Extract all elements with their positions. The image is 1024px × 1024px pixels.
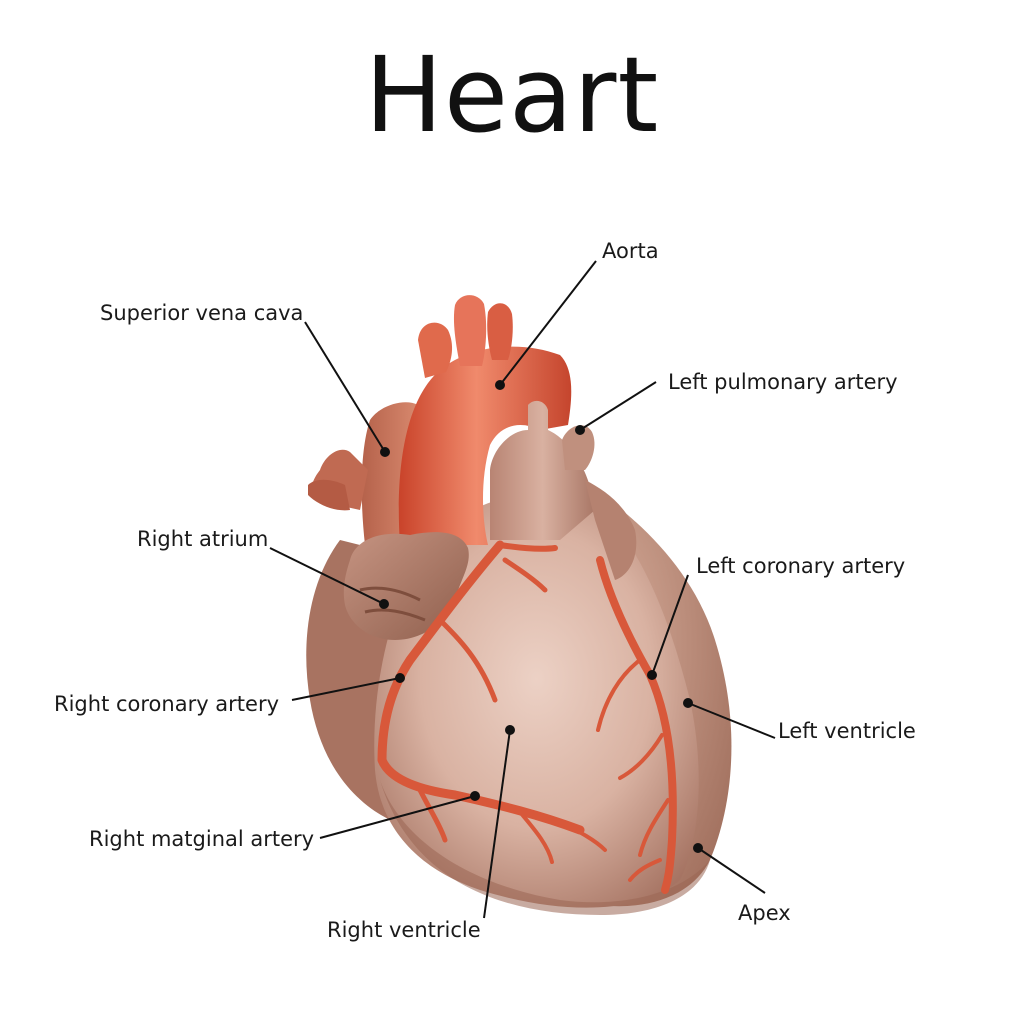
- dot-left-coronary-artery: [647, 670, 657, 680]
- dot-right-marginal-artery: [470, 791, 480, 801]
- right-atrium-fold-1: [359, 586, 421, 602]
- leader-left-coronary-artery: [651, 574, 689, 676]
- label-left-ventricle: Left ventricle: [778, 719, 916, 743]
- leader-superior-vena-cava: [304, 321, 386, 453]
- label-right-marginal-artery: Right matginal artery: [89, 827, 315, 851]
- dot-apex: [693, 843, 703, 853]
- dot-left-pulmonary-artery: [575, 425, 585, 435]
- leader-apex: [697, 847, 766, 894]
- right-marginal-branch-2: [518, 810, 554, 864]
- lad-branch-4: [628, 858, 662, 882]
- label-superior-vena-cava: Superior vena cava: [100, 301, 304, 325]
- dot-superior-vena-cava: [380, 447, 390, 457]
- dot-right-coronary-artery: [395, 673, 405, 683]
- coronary-arteries: [377, 540, 677, 894]
- right-marginal-branch: [417, 787, 448, 843]
- rca-branch-3: [437, 617, 498, 703]
- leader-lines: [269, 260, 776, 919]
- lad-branch-1: [596, 658, 642, 732]
- label-right-coronary-artery: Right coronary artery: [54, 692, 280, 716]
- label-left-pulmonary-artery: Left pulmonary artery: [668, 370, 898, 394]
- label-apex: Apex: [738, 901, 791, 925]
- pulmonary-trunk-shape: [490, 400, 595, 540]
- leader-right-atrium: [269, 547, 385, 605]
- aorta-branch-3: [487, 303, 513, 360]
- lad-branch-2: [618, 733, 664, 780]
- leader-right-marginal-artery: [319, 795, 476, 839]
- leader-right-ventricle: [483, 729, 511, 919]
- dot-aorta: [495, 380, 505, 390]
- rca-branch: [497, 542, 558, 552]
- right-atrium-shape: [343, 532, 469, 640]
- leader-right-coronary-artery: [291, 677, 401, 701]
- right-marginal-branch-3: [558, 820, 607, 852]
- label-right-ventricle: Right ventricle: [327, 918, 481, 942]
- page-title: Heart: [364, 34, 660, 156]
- dot-right-atrium: [379, 599, 389, 609]
- leader-left-ventricle: [687, 702, 776, 739]
- aorta-branch-2: [453, 295, 487, 366]
- label-aorta: Aorta: [602, 239, 659, 263]
- right-coronary-artery-vessel: [377, 540, 585, 835]
- dot-right-ventricle: [505, 725, 515, 735]
- left-coronary-artery-vessel: [596, 556, 677, 894]
- leader-left-pulmonary-artery: [579, 381, 657, 431]
- leader-aorta: [499, 260, 597, 386]
- rca-branch-2: [502, 557, 548, 593]
- dot-left-ventricle: [683, 698, 693, 708]
- heart-lower-shadow: [380, 780, 710, 915]
- aorta-shape: [398, 346, 572, 545]
- label-right-atrium: Right atrium: [137, 527, 269, 551]
- lad-branch-3: [638, 798, 670, 857]
- right-atrium-fold-2: [364, 608, 426, 622]
- left-atrial-appendage: [585, 480, 637, 580]
- left-pulmonary-artery-shape: [562, 425, 595, 470]
- label-left-coronary-artery: Left coronary artery: [696, 554, 906, 578]
- aorta-branch-1: [418, 322, 453, 378]
- left-branch-vessel-lower: [308, 479, 350, 511]
